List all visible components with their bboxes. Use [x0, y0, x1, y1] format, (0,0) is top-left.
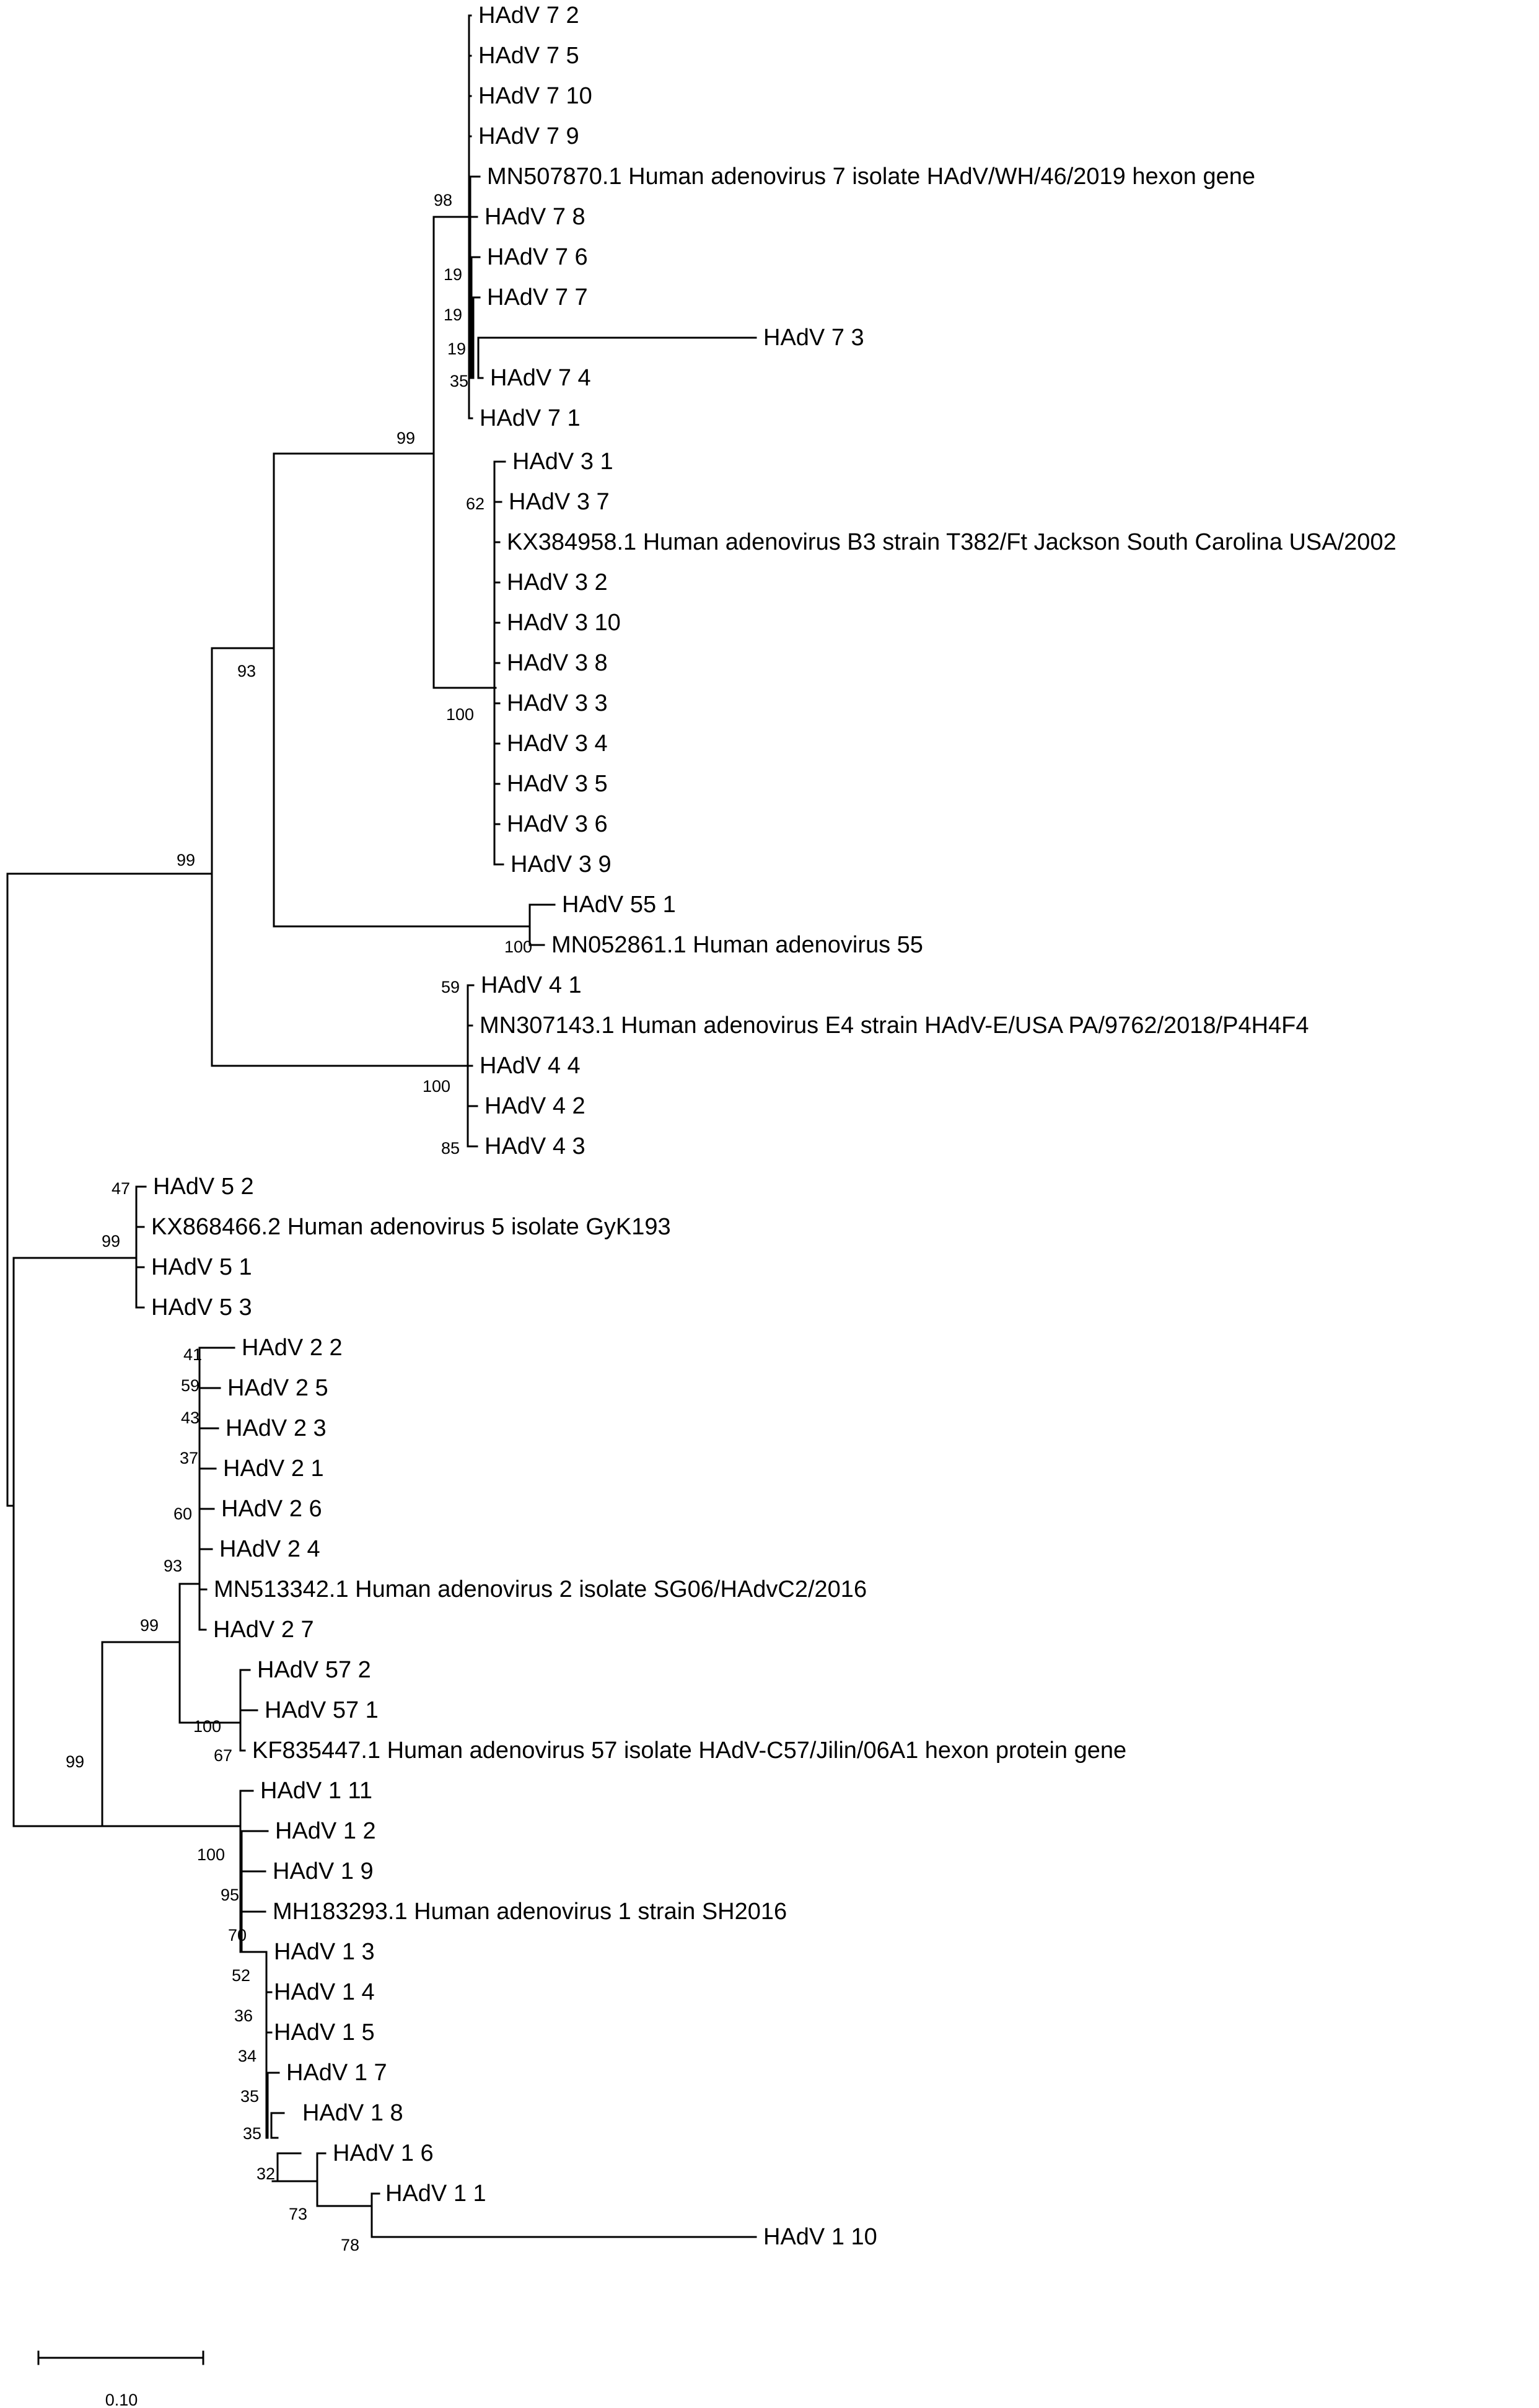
leaf-label: HAdV 3 7 — [509, 489, 610, 515]
support-value: 19 — [444, 305, 462, 324]
support-value: 93 — [237, 662, 256, 680]
leaf-label: MN307143.1 Human adenovirus E4 strain HA… — [480, 1013, 1309, 1039]
leaf-label: HAdV 5 1 — [151, 1254, 252, 1280]
support-value: 41 — [183, 1345, 202, 1364]
support-value: 99 — [66, 1752, 84, 1771]
leaf-label: HAdV 1 7 — [286, 2060, 387, 2086]
leaf-label: HAdV 7 10 — [478, 83, 592, 109]
leaf-label: HAdV 57 1 — [265, 1697, 379, 1723]
leaf-label: HAdV 7 4 — [490, 365, 591, 391]
leaf-label: HAdV 1 5 — [274, 2019, 375, 2045]
support-value: 99 — [397, 429, 415, 447]
leaf-label: HAdV 2 6 — [221, 1496, 322, 1522]
leaf-label: HAdV 4 1 — [481, 972, 582, 998]
support-value: 100 — [193, 1717, 221, 1736]
leaf-label: HAdV 3 1 — [512, 449, 613, 475]
leaf-label: HAdV 5 3 — [151, 1294, 252, 1320]
leaf-label: HAdV 2 7 — [213, 1617, 314, 1643]
leaf-label: HAdV 7 2 — [478, 2, 579, 29]
support-value: 60 — [173, 1505, 192, 1523]
leaf-label: HAdV 1 10 — [763, 2224, 877, 2250]
leaf-label: HAdV 57 2 — [257, 1657, 371, 1683]
leaf-label: HAdV 3 10 — [507, 610, 621, 636]
leaf-label: KX868466.2 Human adenovirus 5 isolate Gy… — [151, 1214, 671, 1240]
leaf-label: HAdV 7 5 — [478, 43, 579, 69]
support-value: 35 — [243, 2124, 261, 2143]
leaf-label: HAdV 1 8 — [302, 2100, 403, 2126]
leaf-label: HAdV 3 5 — [507, 771, 608, 797]
support-value: 100 — [423, 1077, 450, 1096]
support-value: 59 — [181, 1376, 200, 1395]
leaf-label: HAdV 3 3 — [507, 690, 608, 716]
support-values: 98 19 19 19 35 99 62 100 93 99 100 59 10… — [66, 191, 532, 2254]
support-value: 100 — [446, 705, 474, 724]
support-value: 99 — [102, 1232, 120, 1250]
leaf-label: HAdV 1 6 — [333, 2140, 434, 2166]
leaf-label: HAdV 4 4 — [480, 1053, 581, 1079]
support-value: 98 — [434, 191, 452, 209]
leaf-label: HAdV 1 4 — [274, 1979, 375, 2005]
leaf-label: HAdV 3 4 — [507, 731, 608, 757]
support-value: 95 — [221, 1886, 239, 1904]
leaf-label: MN507870.1 Human adenovirus 7 isolate HA… — [487, 164, 1255, 190]
support-value: 52 — [232, 1966, 250, 1985]
support-value: 43 — [181, 1408, 200, 1427]
leaf-label: KF835447.1 Human adenovirus 57 isolate H… — [252, 1738, 1126, 1764]
support-value: 37 — [180, 1449, 198, 1467]
leaf-label: HAdV 7 8 — [484, 204, 585, 230]
support-value: 73 — [289, 2205, 307, 2223]
support-value: 35 — [240, 2087, 259, 2106]
support-value: 100 — [197, 1845, 225, 1864]
support-value: 78 — [341, 2236, 359, 2254]
leaf-label: HAdV 4 2 — [484, 1093, 585, 1119]
leaf-label: MN513342.1 Human adenovirus 2 isolate SG… — [214, 1576, 867, 1602]
leaf-label: HAdV 7 9 — [478, 123, 579, 149]
leaf-label: HAdV 55 1 — [562, 892, 676, 918]
support-value: 36 — [234, 2006, 253, 2025]
leaf-label: HAdV 3 9 — [511, 851, 612, 877]
support-value: 19 — [447, 340, 466, 358]
leaf-label: HAdV 2 4 — [219, 1536, 320, 1562]
leaf-label: MH183293.1 Human adenovirus 1 strain SH2… — [273, 1899, 787, 1925]
support-value: 47 — [112, 1179, 130, 1198]
leaf-label: HAdV 7 1 — [480, 405, 581, 431]
support-value: 34 — [238, 2047, 256, 2065]
leaf-label: HAdV 3 8 — [507, 650, 608, 676]
support-value: 99 — [177, 851, 195, 869]
tree-branches — [6, 14, 757, 2365]
leaf-label: HAdV 1 9 — [273, 1858, 374, 1884]
support-value: 32 — [256, 2164, 275, 2183]
leaf-label: HAdV 7 3 — [763, 325, 864, 351]
leaf-label: HAdV 2 5 — [227, 1375, 328, 1401]
leaf-label: HAdV 7 6 — [487, 244, 588, 270]
leaf-label: HAdV 3 6 — [507, 811, 608, 837]
support-value: 35 — [450, 372, 468, 390]
leaf-label: HAdV 1 2 — [275, 1818, 376, 1844]
support-value: 93 — [164, 1557, 182, 1575]
leaf-label: HAdV 2 2 — [242, 1335, 343, 1361]
support-value: 70 — [228, 1926, 247, 1944]
leaf-label: HAdV 5 2 — [153, 1174, 254, 1200]
scale-bar-label: 0.10 — [105, 2391, 138, 2408]
leaf-label: HAdV 7 7 — [487, 284, 588, 310]
leaf-label: HAdV 2 3 — [226, 1415, 327, 1441]
leaf-label: HAdV 1 11 — [260, 1778, 372, 1804]
support-value: 99 — [140, 1616, 159, 1635]
support-value: 59 — [441, 978, 460, 996]
leaf-label: HAdV 4 3 — [484, 1133, 585, 1159]
support-value: 62 — [466, 494, 484, 513]
support-value: 85 — [441, 1139, 460, 1158]
leaf-label: KX384958.1 Human adenovirus B3 strain T3… — [507, 529, 1396, 555]
support-value: 19 — [444, 265, 462, 284]
leaf-labels: HAdV 7 2 HAdV 7 5 HAdV 7 10 HAdV 7 9 MN5… — [151, 2, 1396, 2250]
support-value: 67 — [214, 1746, 232, 1765]
leaf-label: HAdV 1 1 — [385, 2181, 486, 2207]
leaf-label: MN052861.1 Human adenovirus 55 — [551, 932, 923, 958]
leaf-label: HAdV 3 2 — [507, 569, 608, 595]
support-value: 100 — [504, 938, 532, 956]
leaf-label: HAdV 1 3 — [274, 1939, 375, 1965]
leaf-label: HAdV 2 1 — [223, 1456, 324, 1482]
